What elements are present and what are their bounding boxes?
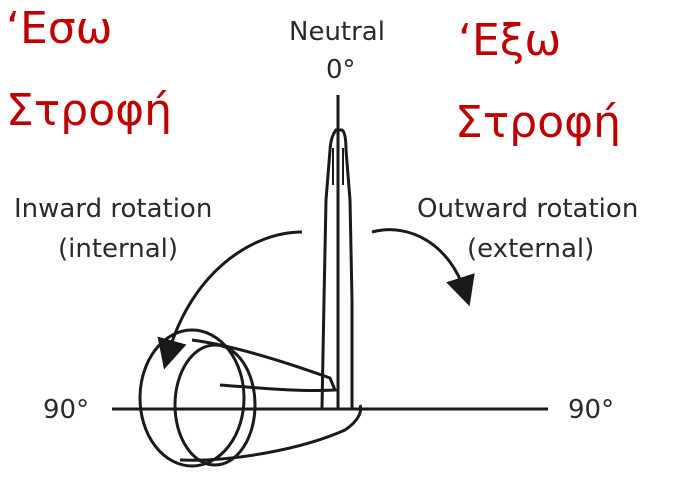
outward-rotation-label: Outward rotation: [417, 194, 639, 224]
internal-rotation-title-line1: ‘Εσω: [6, 3, 113, 54]
neutral-degrees-label: 0°: [326, 55, 356, 85]
inward-rotation-label: Inward rotation: [14, 194, 213, 224]
external-rotation-title-line2: Στροφή: [455, 97, 622, 148]
internal-rotation-title-line2: Στροφή: [6, 85, 173, 136]
left-90-degrees-label: 90°: [43, 395, 90, 425]
forearm-outline: [191, 338, 338, 393]
raised-forearm-right-edge: [344, 149, 354, 408]
inward-arrow: [157, 230, 303, 370]
right-90-degrees-label: 90°: [568, 395, 615, 425]
outward-arrow: [371, 228, 475, 307]
neutral-label: Neutral: [289, 17, 385, 47]
external-rotation-title-line1: ‘Εξω: [458, 15, 562, 66]
elbow-outline: [179, 404, 363, 462]
outward-external-label: (external): [467, 234, 595, 264]
raised-forearm-left-edge: [320, 149, 332, 409]
inward-internal-label: (internal): [58, 234, 179, 264]
upper-arm-ellipse: [138, 328, 246, 468]
